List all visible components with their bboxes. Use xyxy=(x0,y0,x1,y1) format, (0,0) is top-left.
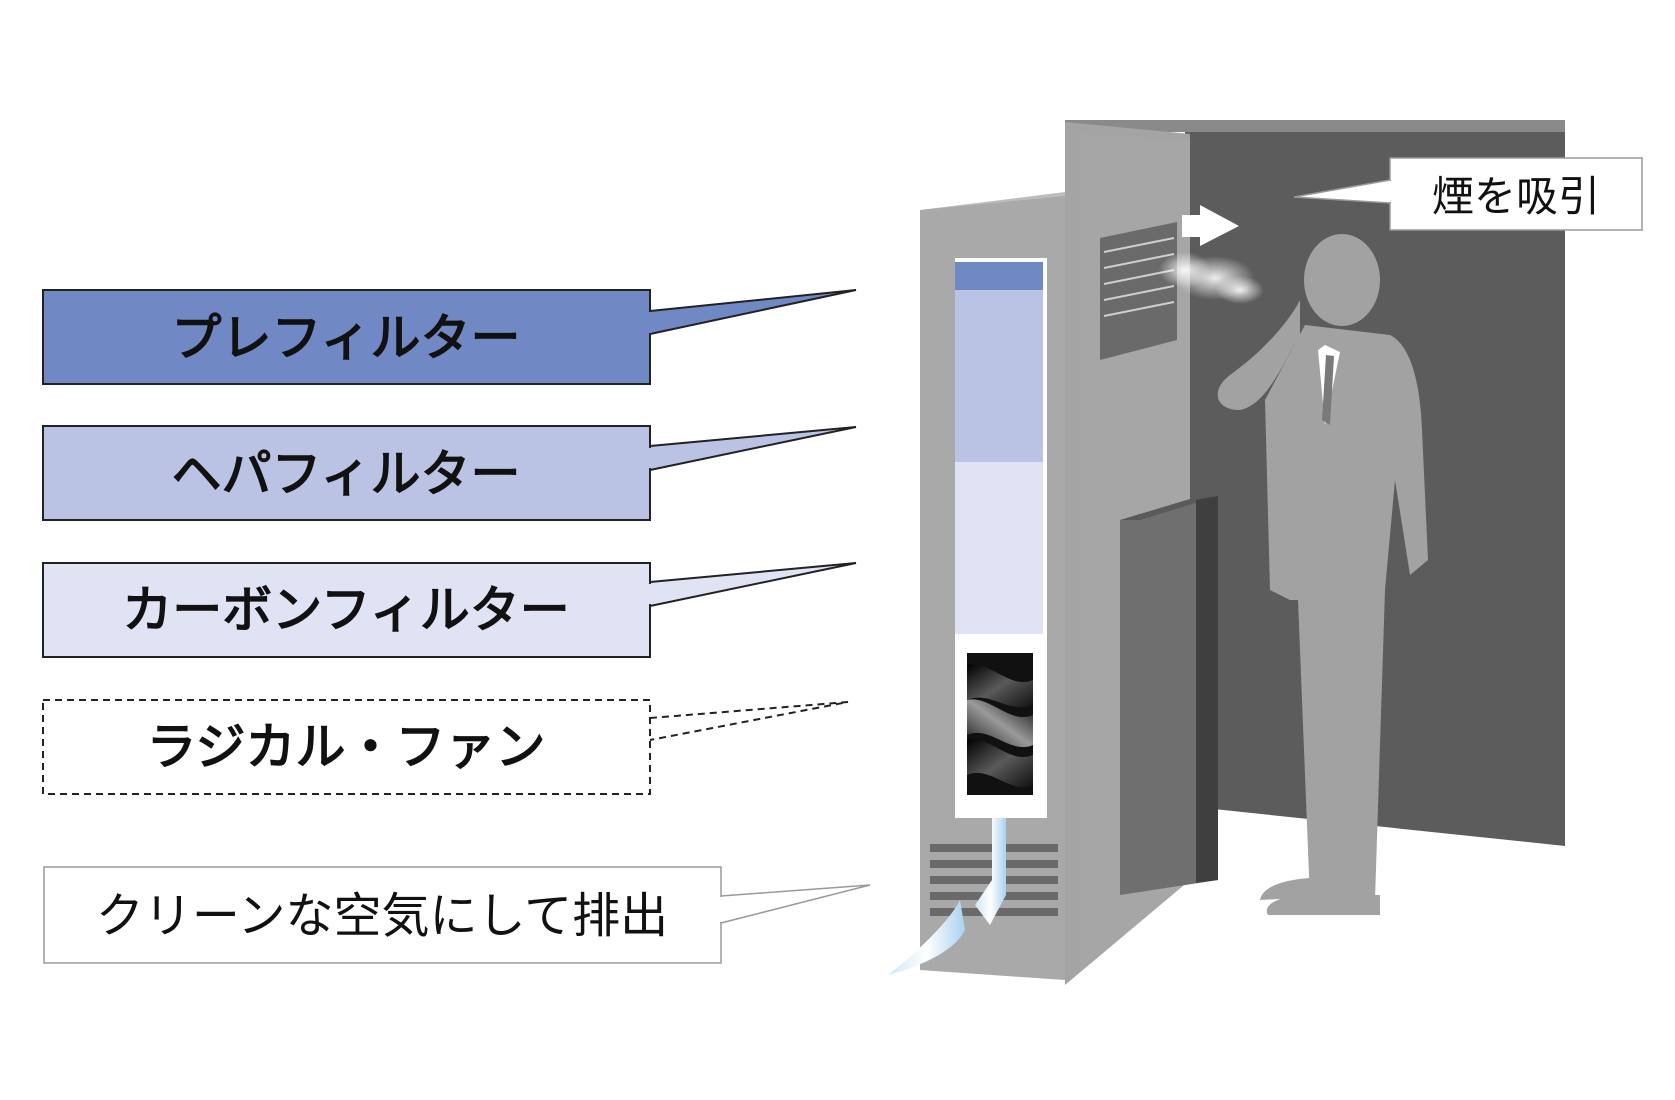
booth-top-edge xyxy=(1065,120,1565,132)
callout-carbon: カーボンフィルター xyxy=(42,562,857,658)
carbon-filter-layer xyxy=(955,462,1043,634)
callout-prefilter: プレフィルター xyxy=(42,289,857,385)
callout-intake: 煙を吸引 xyxy=(1293,157,1643,231)
callout-exhaust: クリーンな空気にして排出 xyxy=(43,866,871,964)
booth-illustration xyxy=(888,120,1565,985)
hepa-label: ヘパフィルター xyxy=(172,445,521,503)
left-arrow-icon xyxy=(1182,205,1239,246)
callout-hepa: ヘパフィルター xyxy=(42,425,857,521)
callout-fan: ラジカル・ファン xyxy=(42,699,849,795)
prefilter-layer xyxy=(955,262,1043,290)
hepa-filter-layer xyxy=(955,290,1043,462)
radical-fan xyxy=(967,653,1033,795)
carbon-label: カーボンフィルター xyxy=(122,581,570,639)
prefilter-label: プレフィルター xyxy=(172,309,521,367)
clean-air-stream xyxy=(888,818,1006,975)
ash-stand xyxy=(1120,496,1218,895)
smoke-puff xyxy=(1159,252,1264,304)
fan-label: ラジカル・ファン xyxy=(147,718,546,776)
intake-vent xyxy=(1100,222,1177,360)
person-silhouette xyxy=(1217,234,1428,915)
intake-label: 煙を吸引 xyxy=(1432,172,1600,221)
necktie xyxy=(1322,355,1334,425)
exhaust-label: クリーンな空気にして排出 xyxy=(96,888,668,944)
